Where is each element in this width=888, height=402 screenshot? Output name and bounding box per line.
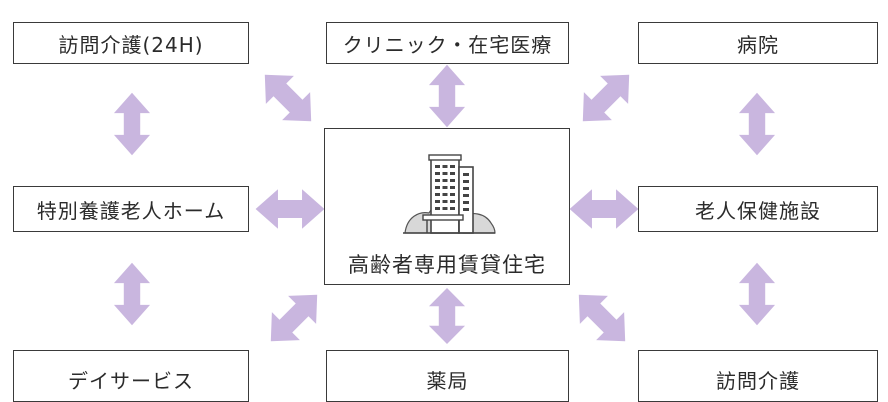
node-special-nursing-home: 特別養護老人ホーム — [13, 186, 249, 232]
arrow-day-center — [256, 280, 332, 356]
node-clinic-home-medical: クリニック・在宅医療 — [326, 22, 569, 64]
node-day-service: デイサービス — [13, 350, 249, 402]
center-node-elderly-housing: 高齢者専用賃貸住宅 — [324, 128, 570, 285]
arrow-visit24-center — [250, 60, 326, 136]
node-geriatric-health-facility: 老人保健施設 — [638, 186, 878, 232]
apartment-building-icon — [403, 154, 496, 234]
arrow-tokuyou-day — [113, 262, 151, 326]
node-pharmacy: 薬局 — [326, 350, 569, 402]
arrow-rojin-visit — [738, 262, 776, 326]
node-visiting-care: 訪問介護 — [638, 350, 878, 402]
arrow-hospital-rojin — [738, 92, 776, 156]
arrow-center-rojin — [569, 189, 639, 229]
arrow-visit24-tokuyou — [113, 92, 151, 156]
arrow-tokuyou-center — [255, 189, 325, 229]
node-hospital: 病院 — [638, 22, 878, 64]
node-visiting-care-24h: 訪問介護(24H) — [13, 22, 249, 64]
arrow-center-pharmacy — [428, 288, 466, 344]
arrow-visit-center — [564, 280, 640, 356]
arrow-hospital-center — [568, 60, 644, 136]
center-label: 高齢者専用賃貸住宅 — [348, 253, 546, 277]
arrow-clinic-center — [428, 64, 466, 128]
